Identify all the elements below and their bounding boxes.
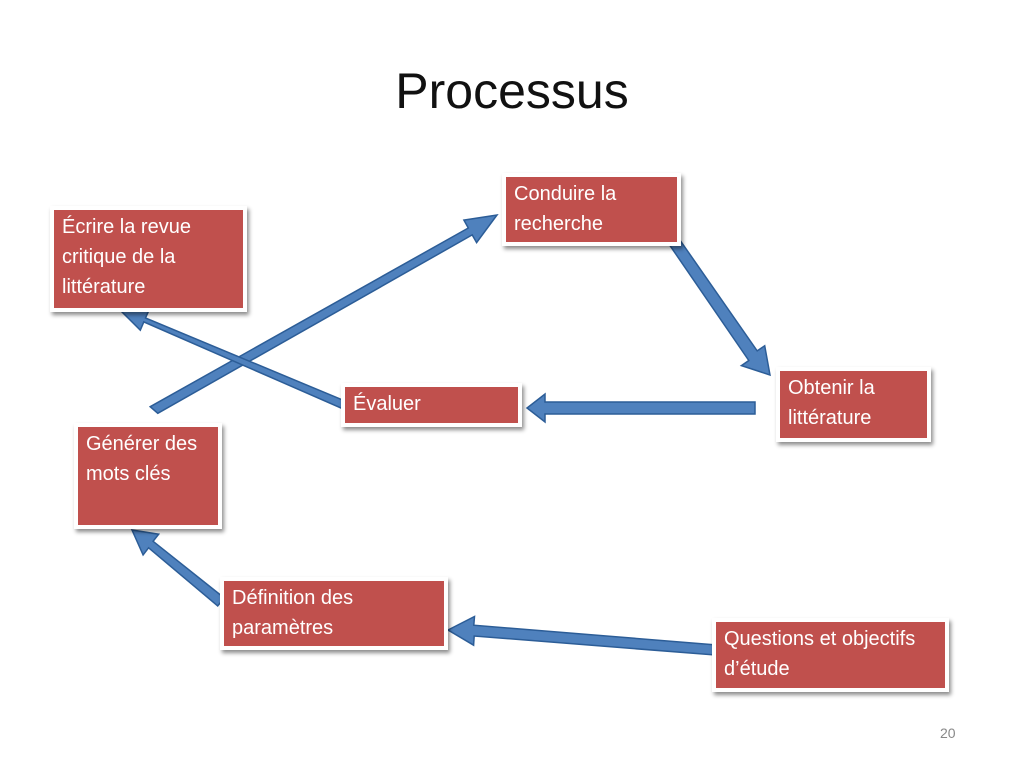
arrow-generer-to-conduire bbox=[148, 213, 499, 415]
slide-title: Processus bbox=[395, 63, 629, 119]
step-ecrire-la-revue: Écrire la revue critique de la littératu… bbox=[50, 206, 247, 312]
arrow-obtenir-to-evaluer bbox=[525, 392, 756, 424]
step-questions-et-objectifs: Questions et objectifs d’étude bbox=[712, 618, 949, 692]
arrow-questions-to-definition bbox=[446, 615, 718, 656]
step-evaluer: Évaluer bbox=[341, 383, 522, 427]
step-definition-des-parametres: Définition des paramètres bbox=[220, 577, 448, 650]
arrow-evaluer-to-ecrire bbox=[116, 307, 348, 411]
arrow-conduire-to-obtenir bbox=[666, 236, 771, 377]
step-obtenir-la-litterature: Obtenir la littérature bbox=[776, 367, 931, 442]
page-number: 20 bbox=[940, 725, 956, 741]
step-conduire-la-recherche: Conduire la recherche bbox=[502, 173, 681, 246]
arrow-definition-to-generer bbox=[130, 529, 226, 608]
step-generer-des-mots-cles: Générer des mots clés bbox=[74, 423, 222, 529]
